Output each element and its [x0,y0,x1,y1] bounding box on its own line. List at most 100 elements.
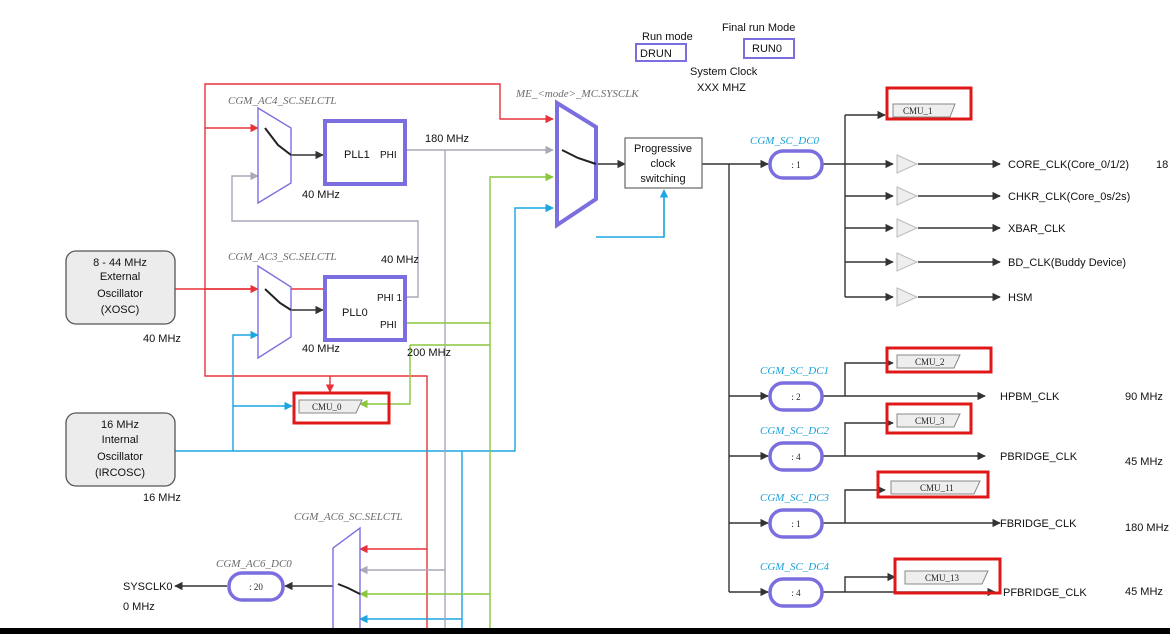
run-mode-box [635,43,687,62]
pll0-phi1: PHI 1 [377,293,402,304]
buffer-icon [896,186,919,206]
pll1-phi: PHI [380,150,397,161]
dc1-freq: 90 MHz [1125,391,1163,403]
sysclk-mux [555,99,598,229]
wire-pll0-sysclk [405,172,554,324]
pll0-phi1-freq: 40 MHz [381,254,419,266]
bottom-bar [0,628,1170,634]
cmu13-highlight [893,557,1002,595]
cmu1-block [892,103,956,118]
dc2-output: PBRIDGE_CLK [1000,451,1078,463]
wire-irc-sysclk [175,203,554,452]
cmu0-label: CMU_0 [312,402,342,412]
dc4-output: PFBRIDGE_CLK [1003,587,1087,599]
pll0-box [323,275,407,342]
dc0-out-1: CHKR_CLK(Core_0s/2s) [1008,191,1130,203]
irc-line-1: 16 MHz [101,419,139,431]
dc0-out-4: HSM [1008,292,1032,304]
cmu2-highlight [885,346,993,374]
system-clock-value: XXX MHZ [697,82,746,94]
buffer-icon [896,154,919,174]
buffer-icon [896,287,919,307]
buffer-icon [896,252,919,272]
run-mode-value: DRUN [640,48,672,60]
ac6-dc0-divider-value: : 20 [249,582,263,592]
pll0-name: PLL0 [342,307,368,319]
xosc-line-3: Oscillator [97,288,143,300]
dc0-divider [768,149,824,180]
dc0-divider-value: : 1 [791,160,800,170]
cmu3-highlight [885,402,973,435]
progressive-line-3: switching [640,173,685,185]
pll1-in-freq: 40 MHz [302,189,340,201]
wire-pll0-phi1-ac4 [231,171,419,298]
ac6-dc0-label: CGM_AC6_DC0 [216,558,292,570]
ac6-mux-label: CGM_AC6_SC.SELCTL [294,511,403,523]
wire-xosc-down [204,289,428,634]
ac4-mux [257,106,292,205]
progressive-line-1: Progressive [634,143,692,155]
pll0-out-freq: 200 MHz [407,347,451,359]
cmu11-block [890,480,981,495]
dc4-freq: 45 MHz [1125,586,1163,598]
dc3-freq: 180 MHz [1125,522,1169,534]
cmu3-label: CMU_3 [915,416,945,426]
irc-line-3: Oscillator [97,451,143,463]
irc-line-2: Internal [102,434,139,446]
xosc-box [65,250,176,325]
dc0-out-3: BD_CLK(Buddy Device) [1008,257,1126,269]
cmu13-label: CMU_13 [925,573,960,583]
dc3-divider [768,508,824,539]
dc3-divider-value: : 1 [791,519,800,529]
dc0-out-2: XBAR_CLK [1008,223,1066,235]
ac3-mux [257,264,292,360]
cmu2-label: CMU_2 [915,357,945,367]
wires [174,83,1001,634]
dc1-divider [768,381,824,412]
dc2-freq: 45 MHz [1125,456,1163,468]
dc3-label: CGM_SC_DC3 [760,492,830,504]
cmu0-highlight [292,391,391,425]
dc2-divider [768,441,824,472]
ac3-mux-label: CGM_AC3_SC.SELCTL [228,251,337,263]
system-clock-label: System Clock [690,66,758,78]
dc3-output: FBRIDGE_CLK [1000,518,1077,530]
progressive-line-2: clock [650,158,676,170]
dc2-label: CGM_SC_DC2 [760,425,830,437]
dc1-divider-value: : 2 [791,392,800,402]
cmu3-block [896,413,961,428]
pll0-in-freq: 40 MHz [302,343,340,355]
dc0-out-0: CORE_CLK(Core_0/1/2) [1008,159,1129,171]
wire-progressive-fb [596,193,665,238]
progressive-switching-box [624,137,703,189]
dc4-label: CGM_SC_DC4 [760,561,830,573]
final-run-mode-value: RUN0 [752,43,782,55]
run-mode-label: Run mode [642,31,693,43]
xosc-line-1: 8 - 44 MHz [93,257,147,269]
irc-box [65,412,176,487]
final-run-mode-box [743,38,795,59]
xosc-freq: 40 MHz [143,333,181,345]
sysclk-mux-label: ME_<mode>_MC.SYSCLK [515,88,639,100]
cmu11-highlight [876,470,990,499]
ac4-mux-label: CGM_AC4_SC.SELCTL [228,95,337,107]
wire-pll0-cmu0 [359,345,411,409]
wire-irc-ac3 [232,330,259,451]
irc-freq: 16 MHz [143,492,181,504]
dc4-divider-value: : 4 [791,588,801,598]
cmu0-block [298,399,363,414]
dc4-divider [768,577,824,608]
cmu1-label: CMU_1 [903,106,933,116]
xosc-line-2: External [100,271,140,283]
sysclk0-freq: 0 MHz [123,601,155,613]
dc0-label: CGM_SC_DC0 [750,135,820,147]
pll0-phi: PHI [380,320,397,331]
wire-xosc-sysclk [204,83,554,289]
pll1-name: PLL1 [344,149,370,161]
dc2-divider-value: : 4 [791,452,801,462]
dc0-buffers [896,154,919,307]
buffer-icon [896,218,919,238]
final-run-mode-label: Final run Mode [722,22,795,34]
dc1-output: HPBM_CLK [1000,391,1060,403]
